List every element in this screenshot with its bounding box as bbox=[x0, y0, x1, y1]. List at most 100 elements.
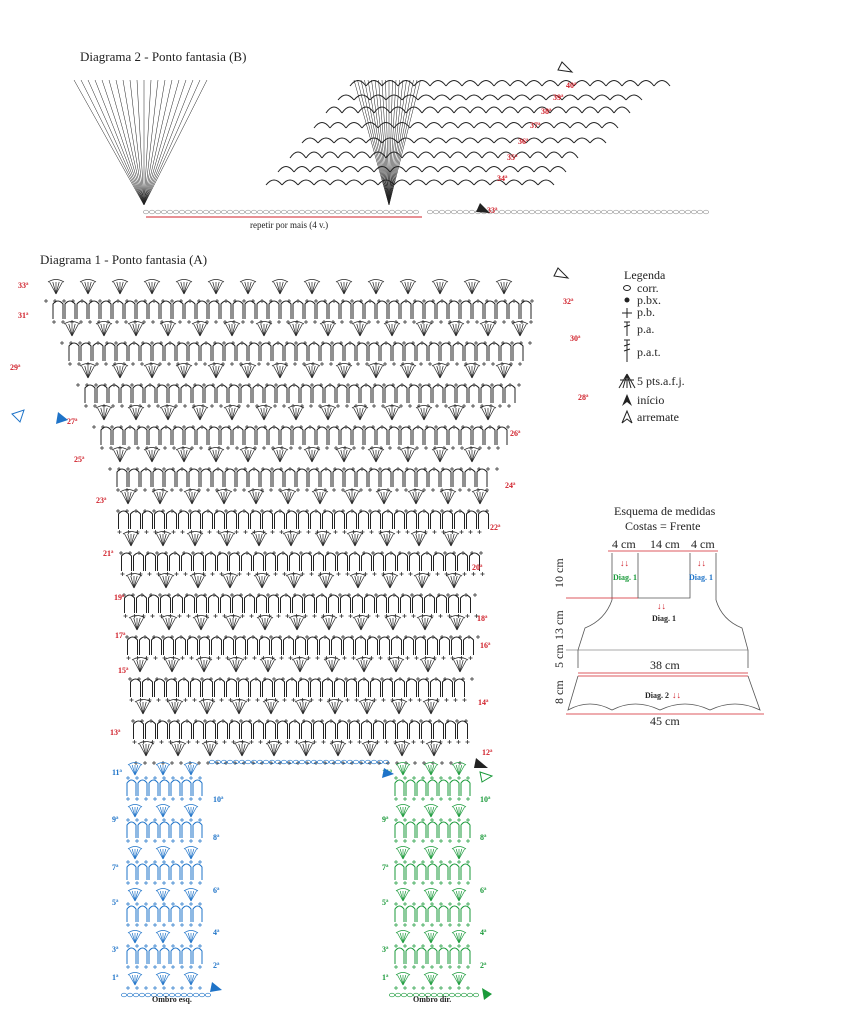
dc-stitch-icon bbox=[623, 321, 631, 336]
schema-top-mid: 14 cm bbox=[650, 537, 680, 551]
svg-text:5ª: 5ª bbox=[112, 898, 119, 907]
svg-text:8ª: 8ª bbox=[213, 833, 220, 842]
svg-text:31ª: 31ª bbox=[18, 311, 29, 320]
svg-text:10ª: 10ª bbox=[480, 795, 491, 804]
schema-width-mid: 38 cm bbox=[650, 658, 680, 672]
legend: Legenda corr. p.bx. p.b. p.a. p.a.t. 5 p… bbox=[618, 268, 685, 424]
svg-text:28ª: 28ª bbox=[578, 393, 589, 402]
svg-text:22ª: 22ª bbox=[490, 523, 501, 532]
chain-oval-icon bbox=[623, 285, 631, 291]
legend-label-fan: 5 pts.a.f.j. bbox=[637, 374, 685, 388]
svg-text:7ª: 7ª bbox=[112, 863, 119, 872]
outline-arrow-icon bbox=[11, 409, 25, 423]
svg-text:18ª: 18ª bbox=[477, 614, 488, 623]
left-shoulder-label: Ombro esq. bbox=[152, 995, 192, 1004]
neck-chain bbox=[209, 759, 389, 765]
diagram2-title: Diagrama 2 - Ponto fantasia (B) bbox=[80, 49, 246, 64]
svg-text:24ª: 24ª bbox=[505, 481, 516, 490]
svg-text:29ª: 29ª bbox=[10, 363, 21, 372]
schema-height-4: 8 cm bbox=[552, 680, 566, 704]
svg-text:2ª: 2ª bbox=[213, 961, 220, 970]
schema-height-1: 10 cm bbox=[552, 558, 566, 588]
schema-width-bottom: 45 cm bbox=[650, 714, 680, 728]
svg-text:↓↓: ↓↓ bbox=[697, 558, 706, 568]
schema-height-2: 13 cm bbox=[552, 610, 566, 640]
svg-text:16ª: 16ª bbox=[480, 641, 491, 650]
svg-text:37ª: 37ª bbox=[530, 121, 541, 130]
diagram2-stitch-pattern bbox=[73, 79, 709, 215]
outline-arrow-icon bbox=[621, 409, 633, 424]
svg-text:19ª: 19ª bbox=[114, 593, 125, 602]
svg-text:6ª: 6ª bbox=[213, 886, 220, 895]
svg-text:35ª: 35ª bbox=[507, 153, 518, 162]
diagram1-stitch-pattern bbox=[44, 279, 534, 765]
right-shoulder-label: Ombro dir. bbox=[413, 995, 451, 1004]
outline-arrow-icon bbox=[557, 61, 574, 73]
svg-text:25ª: 25ª bbox=[74, 455, 85, 464]
diagram1-row-numbers: 33ª31ª29ª27ª25ª23ª21ª19ª17ª15ª13ª32ª30ª2… bbox=[10, 281, 589, 757]
svg-text:↓↓: ↓↓ bbox=[620, 558, 629, 568]
dot-icon bbox=[624, 297, 630, 303]
legend-label-inicio: início bbox=[637, 393, 664, 407]
svg-text:30ª: 30ª bbox=[570, 334, 581, 343]
tr-stitch-icon bbox=[623, 339, 631, 362]
svg-text:↓↓: ↓↓ bbox=[657, 601, 666, 611]
diagram2-repeat-note: repetir por mais (4 v.) bbox=[250, 220, 328, 230]
svg-text:9ª: 9ª bbox=[112, 815, 119, 824]
svg-text:40ª: 40ª bbox=[566, 81, 577, 90]
svg-text:1ª: 1ª bbox=[382, 973, 389, 982]
svg-text:34ª: 34ª bbox=[497, 174, 508, 183]
filled-arrow-icon bbox=[476, 203, 490, 213]
svg-text:4ª: 4ª bbox=[213, 928, 220, 937]
svg-text:38ª: 38ª bbox=[541, 107, 552, 116]
filled-arrow-icon bbox=[56, 412, 68, 424]
svg-text:10ª: 10ª bbox=[213, 795, 224, 804]
schema-diag1-left: Diag. 1 bbox=[613, 573, 637, 582]
svg-text:36ª: 36ª bbox=[518, 137, 529, 146]
svg-text:9ª: 9ª bbox=[382, 815, 389, 824]
schema-subtitle: Costas = Frente bbox=[625, 519, 700, 533]
svg-text:33ª: 33ª bbox=[487, 206, 498, 215]
diagram1-title: Diagrama 1 - Ponto fantasia (A) bbox=[40, 252, 207, 267]
svg-text:13ª: 13ª bbox=[110, 728, 121, 737]
schema-height-3: 5 cm bbox=[552, 644, 566, 668]
outline-arrow-icon bbox=[479, 771, 494, 783]
svg-text:8ª: 8ª bbox=[480, 833, 487, 842]
left-shoulder-stitch-pattern bbox=[121, 762, 211, 998]
right-shoulder-stitch-pattern bbox=[389, 762, 479, 998]
legend-label-corr: corr. bbox=[637, 281, 659, 295]
measurement-schema: Esquema de medidas Costas = Frente 4 cm … bbox=[552, 504, 764, 728]
svg-text:21ª: 21ª bbox=[103, 549, 114, 558]
filled-arrow-icon bbox=[622, 394, 632, 406]
filled-arrow-icon bbox=[210, 982, 222, 992]
svg-text:33ª: 33ª bbox=[18, 281, 29, 290]
outline-arrow-icon bbox=[553, 267, 570, 279]
svg-text:7ª: 7ª bbox=[382, 863, 389, 872]
legend-label-arremate: arremate bbox=[637, 410, 679, 424]
legend-label-pa: p.a. bbox=[637, 322, 654, 336]
svg-text:3ª: 3ª bbox=[112, 945, 119, 954]
svg-text:3ª: 3ª bbox=[382, 945, 389, 954]
svg-text:17ª: 17ª bbox=[115, 631, 126, 640]
svg-text:4ª: 4ª bbox=[480, 928, 487, 937]
svg-text:12ª: 12ª bbox=[482, 748, 493, 757]
schema-diag1-center: Diag. 1 bbox=[652, 614, 676, 623]
svg-text:14ª: 14ª bbox=[478, 698, 489, 707]
svg-text:11ª: 11ª bbox=[112, 768, 123, 777]
svg-text:5ª: 5ª bbox=[382, 898, 389, 907]
filled-arrow-icon bbox=[382, 768, 394, 778]
schema-diag2: Diag. 2 bbox=[645, 691, 669, 700]
legend-label-pb: p.b. bbox=[637, 305, 655, 319]
svg-text:2ª: 2ª bbox=[480, 961, 487, 970]
svg-text:23ª: 23ª bbox=[96, 496, 107, 505]
fan-icon bbox=[618, 373, 636, 389]
svg-text:26ª: 26ª bbox=[510, 429, 521, 438]
schema-top-left: 4 cm bbox=[612, 537, 636, 551]
legend-label-pbx: p.bx. bbox=[637, 293, 661, 307]
svg-text:1ª: 1ª bbox=[112, 973, 119, 982]
svg-text:15ª: 15ª bbox=[118, 666, 129, 675]
schema-title: Esquema de medidas bbox=[614, 504, 716, 518]
filled-arrow-icon bbox=[474, 758, 488, 768]
